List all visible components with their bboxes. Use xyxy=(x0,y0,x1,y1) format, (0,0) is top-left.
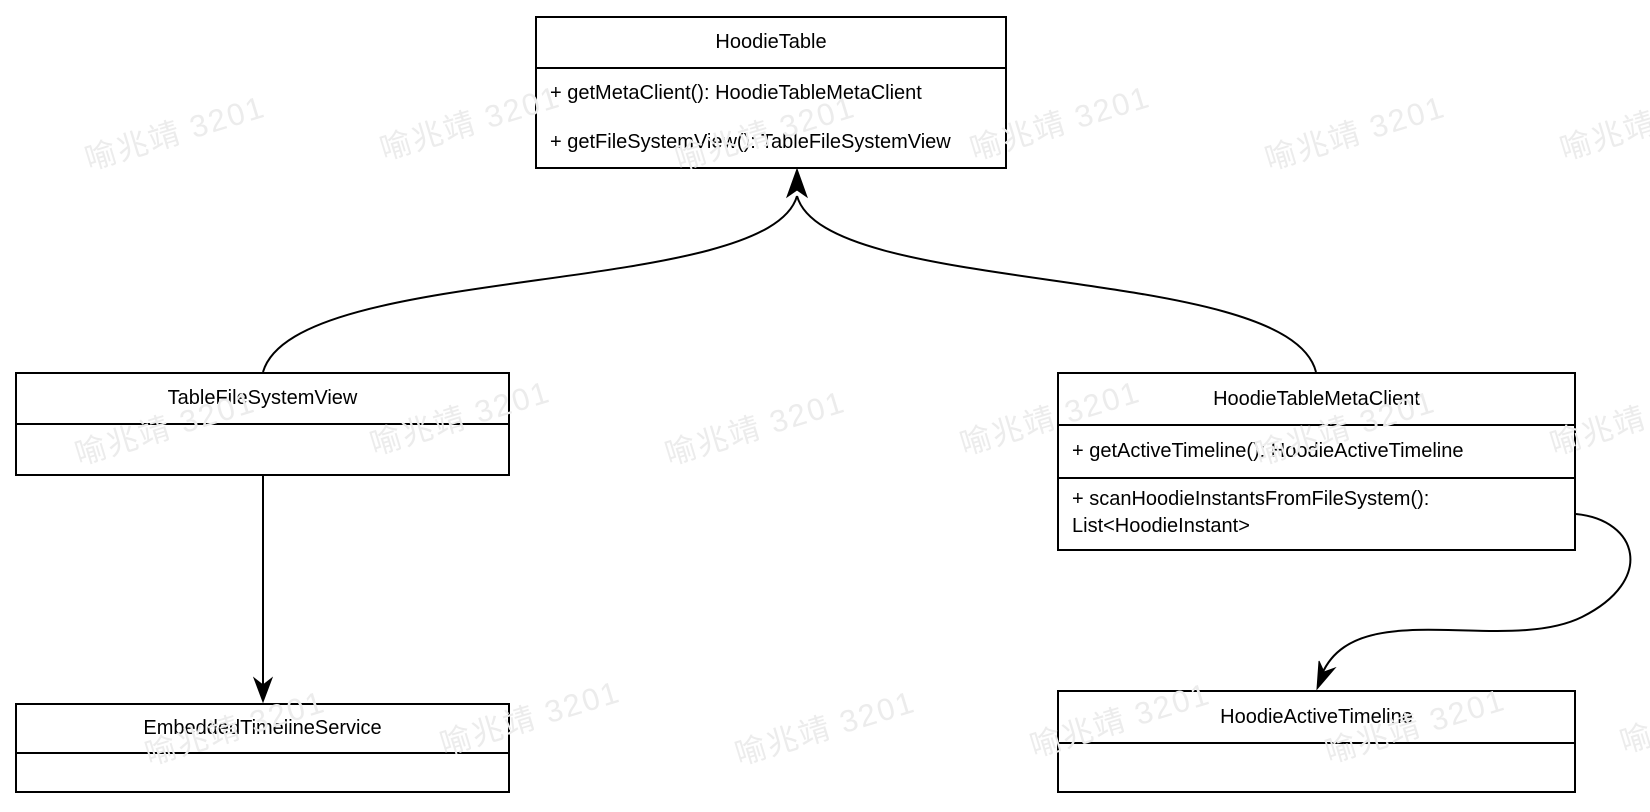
class-table-file-system-view-empty-compartment xyxy=(17,425,508,474)
watermark-text: 喻兆靖 3201 xyxy=(1260,89,1450,178)
class-hoodie-table-body: + getMetaClient(): HoodieTableMetaClient… xyxy=(537,69,1005,167)
arrowhead-up-icon xyxy=(786,167,808,199)
arrowhead-down-icon xyxy=(252,676,274,704)
class-embedded-timeline-service-title: EmbeddedTimelineService xyxy=(17,705,508,754)
class-hoodie-table-title: HoodieTable xyxy=(537,18,1005,69)
connector-hoodietablemetaclient-to-hoodietable xyxy=(796,195,1317,373)
class-table-file-system-view: TableFileSystemView xyxy=(15,372,510,476)
class-hoodie-table-meta-client-title: HoodieTableMetaClient xyxy=(1059,374,1574,426)
watermark-text: 喻兆靖 3201 xyxy=(80,89,270,178)
watermark-text: 喻兆靖 3201 xyxy=(1555,79,1650,168)
watermark-text: 喻兆靖 3201 xyxy=(1615,672,1650,761)
watermark-text: 喻兆靖 3201 xyxy=(660,384,850,473)
connector-tablefilesystemview-to-hoodietable xyxy=(262,195,798,373)
class-hoodie-active-timeline: HoodieActiveTimeline xyxy=(1057,690,1576,793)
class-hoodie-table-meta-client: HoodieTableMetaClient + getActiveTimelin… xyxy=(1057,372,1576,551)
class-hoodie-active-timeline-title: HoodieActiveTimeline xyxy=(1059,692,1574,744)
class-hoodie-table: HoodieTable + getMetaClient(): HoodieTab… xyxy=(535,16,1007,169)
class-embedded-timeline-service-empty-compartment xyxy=(17,754,508,791)
class-table-file-system-view-title: TableFileSystemView xyxy=(17,374,508,425)
method-get-meta-client: + getMetaClient(): HoodieTableMetaClient xyxy=(550,82,922,104)
arrowhead-loop-icon xyxy=(1316,660,1337,691)
method-scan-hoodie-instants: + scanHoodieInstantsFromFileSystem(): Li… xyxy=(1059,477,1574,549)
watermark-text: 喻兆靖 3201 xyxy=(730,684,920,773)
class-embedded-timeline-service: EmbeddedTimelineService xyxy=(15,703,510,793)
method-get-active-timeline: + getActiveTimeline(): HoodieActiveTimel… xyxy=(1072,440,1464,462)
class-hoodie-active-timeline-empty-compartment xyxy=(1059,744,1574,791)
method-get-file-system-view: + getFileSystemView(): TableFileSystemVi… xyxy=(550,131,951,153)
